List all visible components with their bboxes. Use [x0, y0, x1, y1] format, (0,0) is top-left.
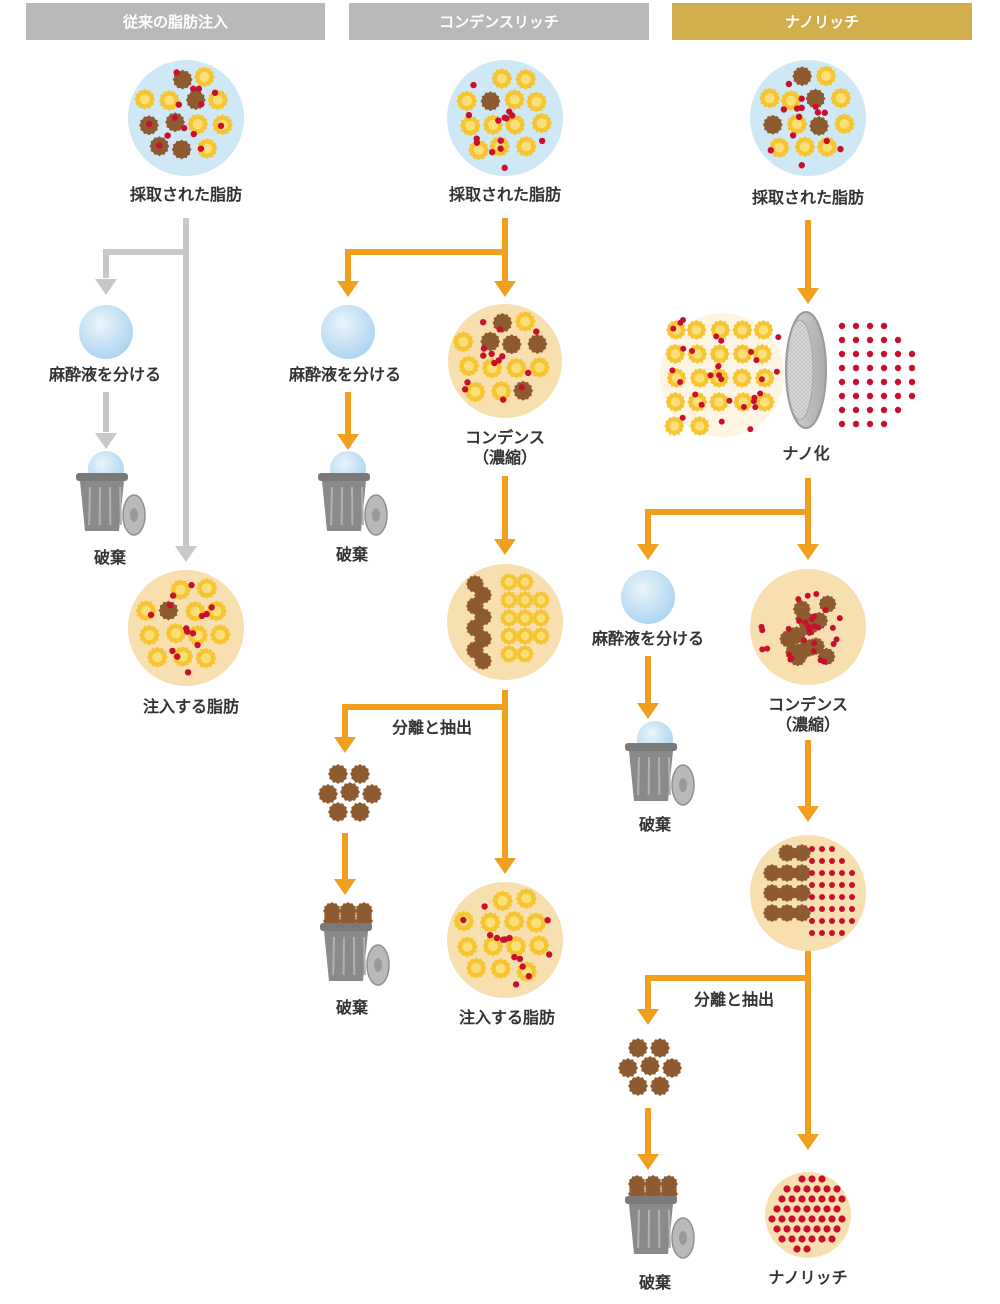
- c3-condense-label: コンデンス （濃縮）: [768, 695, 848, 735]
- c2-condense-icon: [448, 304, 562, 418]
- c1-arrow-anesthetic: [95, 279, 117, 295]
- c1-trash-icon: [76, 451, 146, 536]
- header-nanorich: ナノリッチ: [672, 3, 972, 40]
- nodes: [76, 60, 916, 1259]
- c3-branch-line: [645, 509, 808, 545]
- c1-branch-line: [103, 249, 186, 278]
- c2-discard-label: 破棄: [335, 545, 369, 564]
- c2-harvested-fat-label: 採取された脂肪: [448, 185, 562, 204]
- c2-trash-icon: [318, 451, 388, 536]
- header-condense-rich: コンデンスリッチ: [349, 3, 649, 40]
- c2-condense-sub: （濃縮）: [472, 448, 537, 467]
- c3-arrow-anesthetic: [637, 544, 659, 560]
- c3-anesthetic-icon: [621, 570, 675, 624]
- header-conventional: 従来の脂肪注入: [26, 3, 325, 40]
- c1-anesthetic-icon: [79, 305, 133, 359]
- c2-arrow-discard2: [334, 879, 356, 895]
- c1-injected-fat-label: 注入する脂肪: [142, 697, 240, 716]
- c1-injected-fat-icon: [128, 570, 244, 686]
- c2-arrow-injected: [494, 858, 516, 874]
- c3-condense-title: コンデンス: [768, 695, 848, 714]
- header-nanorich-label: ナノリッチ: [784, 13, 860, 31]
- c2-arrow-discard: [337, 434, 359, 450]
- c3-arrow-mix: [797, 806, 819, 822]
- c2-arrow-cluster: [334, 737, 356, 753]
- c1-arrow-injected: [175, 546, 197, 562]
- c3-nano-filter-icon: [660, 311, 916, 437]
- c2-condense-label: コンデンス （濃縮）: [465, 428, 545, 468]
- c2-removed-cells-icon: [318, 764, 382, 822]
- c2-separated-fat-icon: [447, 564, 563, 680]
- c3-nanorich-icon: [765, 1172, 851, 1258]
- c3-arrow-discard: [637, 703, 659, 719]
- c3-harvested-fat-label: 採取された脂肪: [751, 188, 865, 207]
- c3-separated-fat-icon: [750, 835, 866, 951]
- header-conventional-label: 従来の脂肪注入: [122, 13, 228, 31]
- c2-sep-branch: [342, 704, 505, 740]
- c3-harvested-fat-icon: [750, 60, 866, 176]
- c2-injected-fat-label: 注入する脂肪: [458, 1008, 556, 1027]
- c2-injected-fat-icon: [447, 882, 563, 998]
- c3-arrow-discard2: [637, 1154, 659, 1170]
- c2-discard-2-label: 破棄: [335, 998, 369, 1017]
- arrowheads: [95, 279, 819, 1170]
- c2-separation-extraction-label: 分離と抽出: [391, 718, 473, 737]
- c1-discard-label: 破棄: [93, 548, 127, 567]
- c3-removed-cells-icon: [618, 1038, 682, 1096]
- c2-branch-line: [345, 249, 505, 282]
- c3-trash2-icon: [625, 1175, 695, 1259]
- c3-discard-2-label: 破棄: [638, 1273, 672, 1292]
- c2-arrow-mix: [494, 539, 516, 555]
- c3-nanorich-label: ナノリッチ: [768, 1268, 848, 1287]
- c2-harvested-fat-icon: [447, 60, 563, 176]
- c2-arrow-anesthetic: [337, 281, 359, 297]
- c3-arrow-nanorich: [797, 1134, 819, 1150]
- c2-separate-anesthetic-label: 麻酔液を分ける: [288, 365, 402, 384]
- c3-arrow-condense: [797, 544, 819, 560]
- c2-anesthetic-icon: [321, 305, 375, 359]
- c3-condense-icon: [750, 569, 866, 685]
- c1-harvested-fat-label: 採取された脂肪: [129, 185, 243, 204]
- c3-nanoization-label: ナノ化: [782, 444, 830, 463]
- c3-discard-label: 破棄: [638, 815, 672, 834]
- c2-trash2-icon: [320, 902, 390, 986]
- c1-arrow-discard: [95, 433, 117, 449]
- header-condense-rich-label: コンデンスリッチ: [439, 13, 559, 31]
- c3-trash-icon: [625, 721, 695, 806]
- c3-arrow-cluster: [637, 1009, 659, 1025]
- c2-condense-title: コンデンス: [465, 428, 545, 447]
- c2-arrow-condense: [494, 281, 516, 297]
- c3-condense-sub: （濃縮）: [775, 715, 840, 734]
- c1-separate-anesthetic-label: 麻酔液を分ける: [48, 365, 162, 384]
- c3-sep-branch: [645, 975, 808, 1010]
- c1-harvested-fat-icon: [128, 60, 244, 176]
- c3-separation-extraction-label: 分離と抽出: [693, 990, 775, 1009]
- c3-separate-anesthetic-label: 麻酔液を分ける: [591, 629, 705, 648]
- c3-arrow-nano: [797, 288, 819, 304]
- connector-lines: [103, 218, 811, 1155]
